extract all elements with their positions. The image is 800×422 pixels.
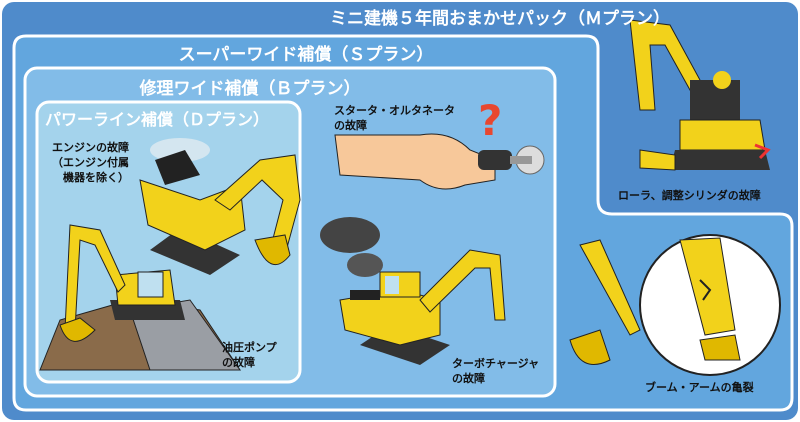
label-boom: ブーム・アームの亀裂 bbox=[645, 381, 754, 394]
excavator-turbo-illustration bbox=[320, 217, 506, 365]
label-roller: ローラ、調整シリンダの故障 bbox=[618, 189, 761, 202]
svg-text:?: ? bbox=[478, 96, 502, 145]
label-hydraulic-pump: 油圧ポンプ の故障 bbox=[222, 341, 277, 369]
hand-key-illustration: ? bbox=[334, 96, 545, 190]
label-turbo: ターボチャージャ の故障 bbox=[452, 357, 540, 385]
label-engine: エンジンの故障 （エンジン付属 機器を除く） bbox=[52, 141, 129, 184]
b-plan-title: 修理ワイド補償（Ｂプラン） bbox=[139, 79, 361, 99]
excavator-boom-illustration bbox=[569, 234, 781, 376]
excavator-hydraulic-illustration bbox=[39, 224, 241, 371]
label-starter: スタータ・オルタネータ の故障 bbox=[334, 104, 455, 132]
s-plan-title: スーパーワイド補償（Ｓプラン） bbox=[178, 45, 434, 65]
d-plan-title: パワーライン補償（Ｄプラン） bbox=[45, 110, 270, 129]
excavator-roller-illustration bbox=[629, 19, 771, 171]
excavator-engine-illustration bbox=[139, 138, 301, 275]
m-plan-title: ミニ建機５年間おまかせパック（Ｍプラン） bbox=[330, 9, 670, 29]
